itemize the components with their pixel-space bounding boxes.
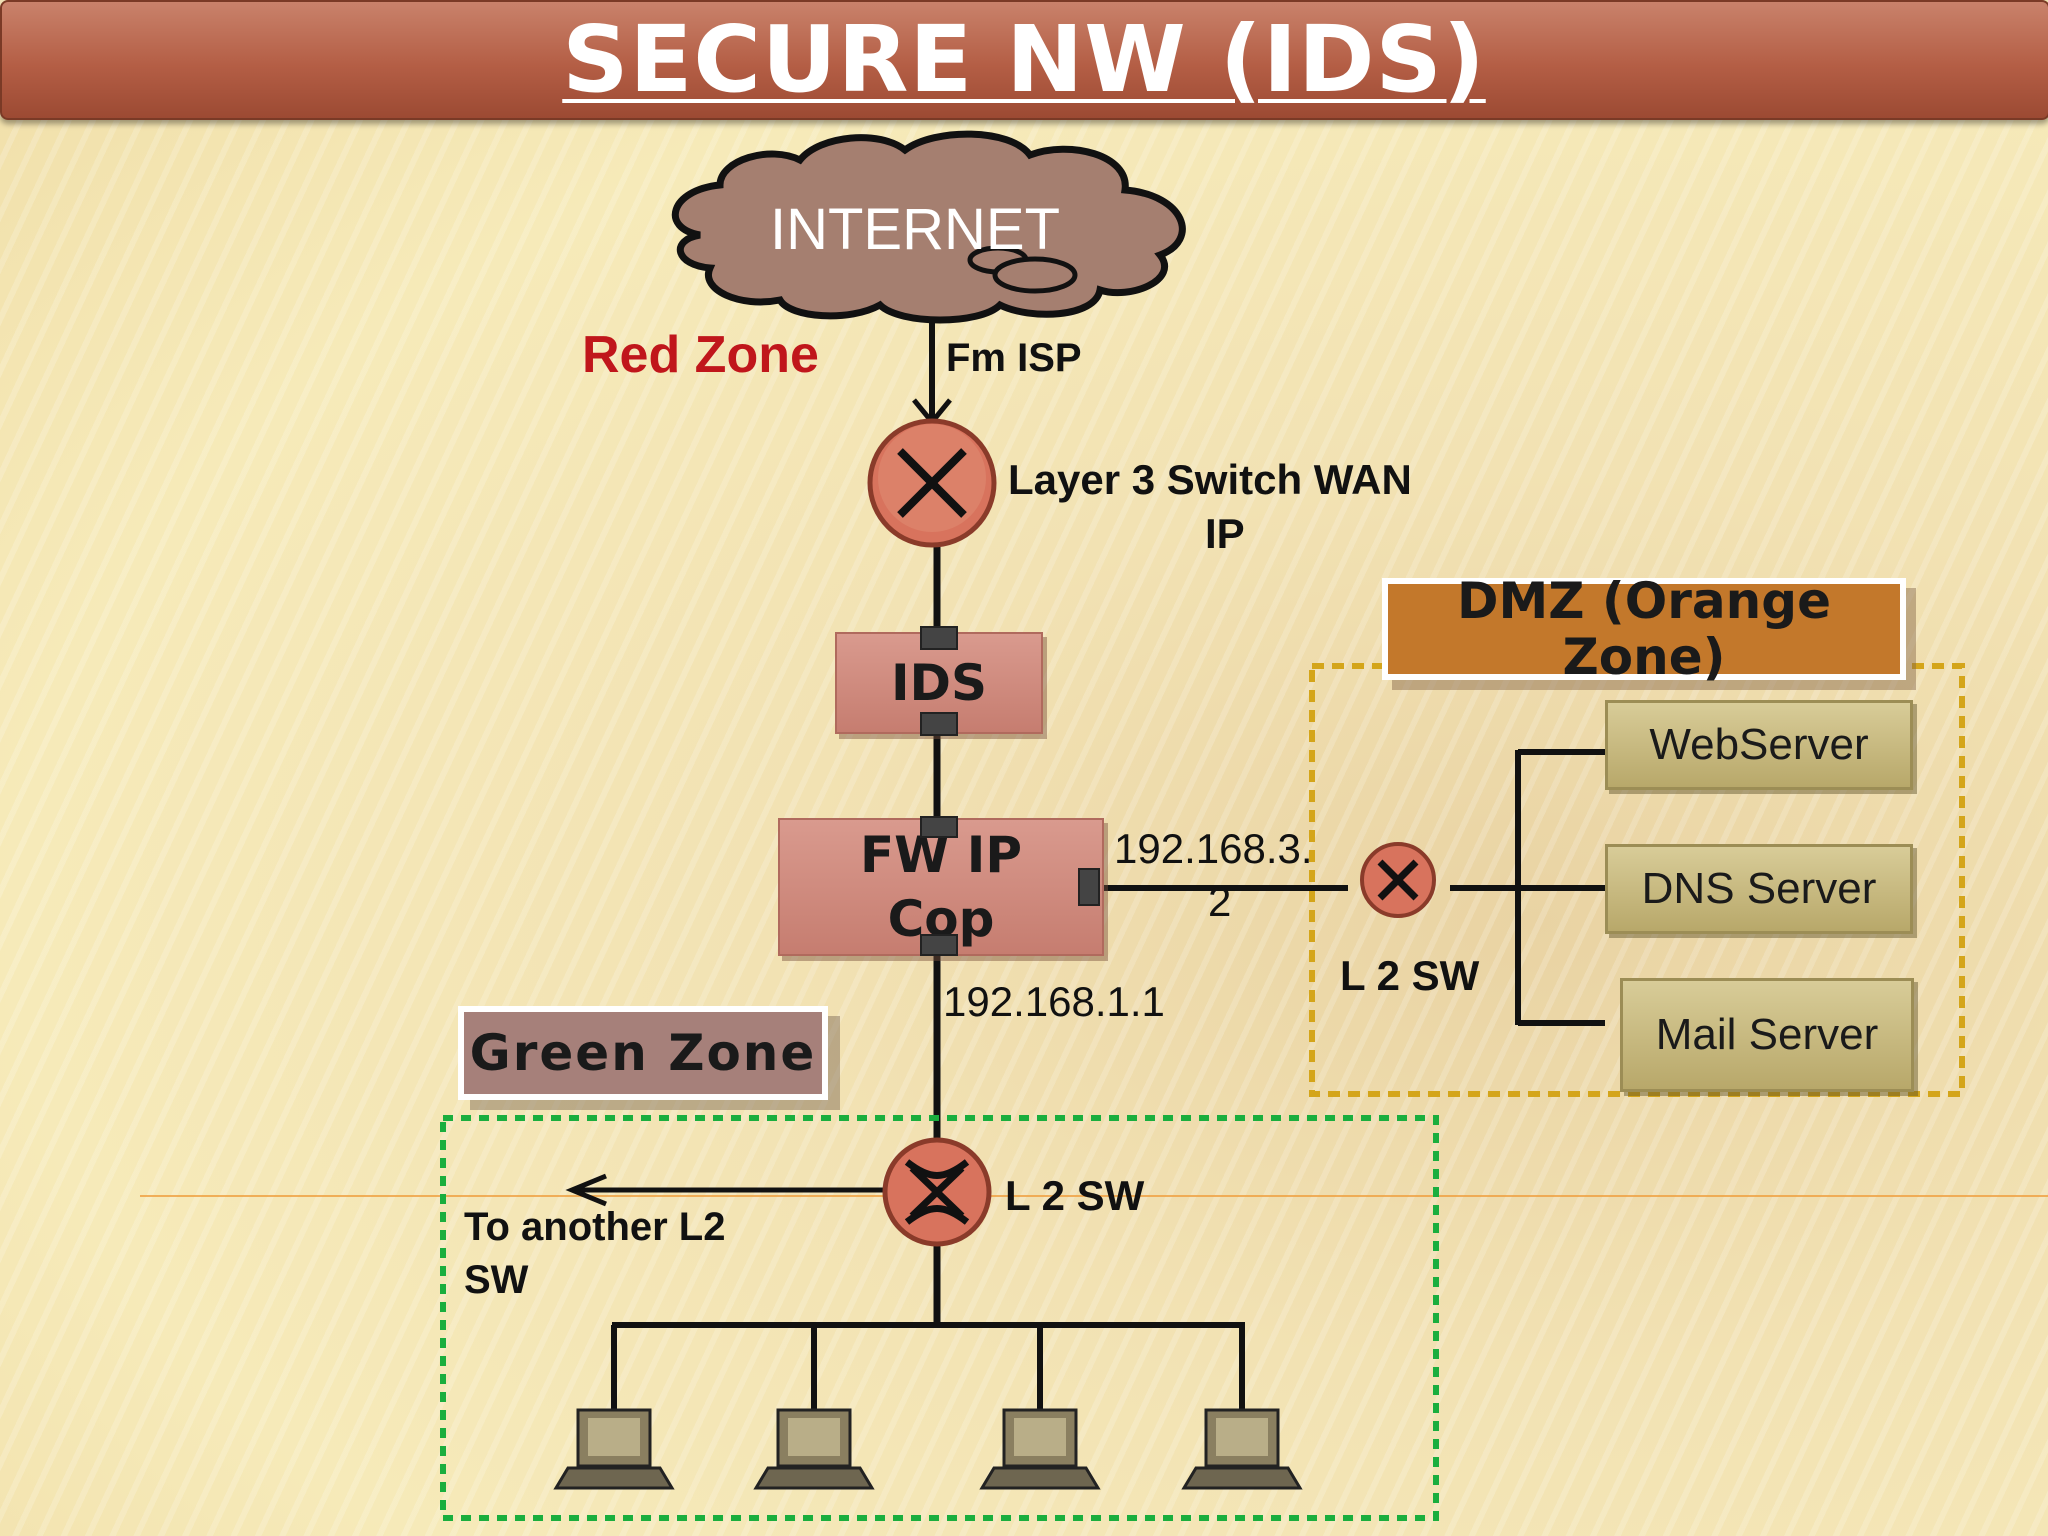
isp-link-label: Fm ISP <box>946 336 1082 380</box>
internet-label: INTERNET <box>770 197 1060 262</box>
uplink-label-line1: To another L2 <box>464 1205 726 1249</box>
dns-server-box[interactable]: DNS Server <box>1605 844 1913 934</box>
dmz-label-line2: Zone) <box>1562 628 1726 686</box>
dns-server-label: DNS Server <box>1641 864 1877 913</box>
red-zone-label: Red Zone <box>582 326 819 384</box>
uplink-label-line2: SW <box>464 1258 529 1302</box>
laptop-icon <box>1181 1408 1303 1490</box>
ids-port-top <box>920 626 958 650</box>
fw-port-bottom <box>920 934 958 956</box>
laptop-icon <box>979 1408 1101 1490</box>
green-link-ip: 192.168.1.1 <box>943 978 1165 1025</box>
dmz-switch-icon <box>1360 842 1436 918</box>
internet-cloud-icon <box>671 130 1186 324</box>
laptop-icon <box>753 1408 875 1490</box>
fw-port-right <box>1078 868 1100 906</box>
green-switch-label: L 2 SW <box>1005 1172 1145 1219</box>
webserver-label: WebServer <box>1649 720 1869 769</box>
mail-server-label: Mail Server <box>1655 1010 1879 1059</box>
dmz-link-ip-line1: 192.168.3. <box>1114 825 1313 872</box>
slide-title: SECURE NW (IDS) <box>562 6 1486 113</box>
green-switch-icon <box>882 1137 992 1247</box>
uplink-arrow-head <box>565 1173 607 1207</box>
layer3-switch-label-line1: Layer 3 Switch WAN <box>1008 456 1412 503</box>
green-zone-label: Green Zone <box>458 1006 828 1100</box>
title-bar <box>0 0 2048 120</box>
layer3-switch-icon <box>867 418 997 548</box>
mail-server-box[interactable]: Mail Server <box>1620 978 1914 1092</box>
green-zone-boundary <box>440 1115 1439 1521</box>
dmz-switch-label: L 2 SW <box>1340 952 1480 999</box>
ids-port-bottom <box>920 712 958 736</box>
laptop-icon <box>553 1408 675 1490</box>
fw-port-top <box>920 816 958 838</box>
webserver-box[interactable]: WebServer <box>1605 700 1913 790</box>
dmz-zone-label: DMZ (Orange Zone) <box>1382 573 1906 685</box>
dmz-label-line1: DMZ (Orange <box>1457 572 1831 630</box>
dmz-link-ip-line2: 2 <box>1208 878 1232 925</box>
layer3-switch-label-line2: IP <box>1205 510 1245 557</box>
ids-label: IDS <box>890 654 988 712</box>
